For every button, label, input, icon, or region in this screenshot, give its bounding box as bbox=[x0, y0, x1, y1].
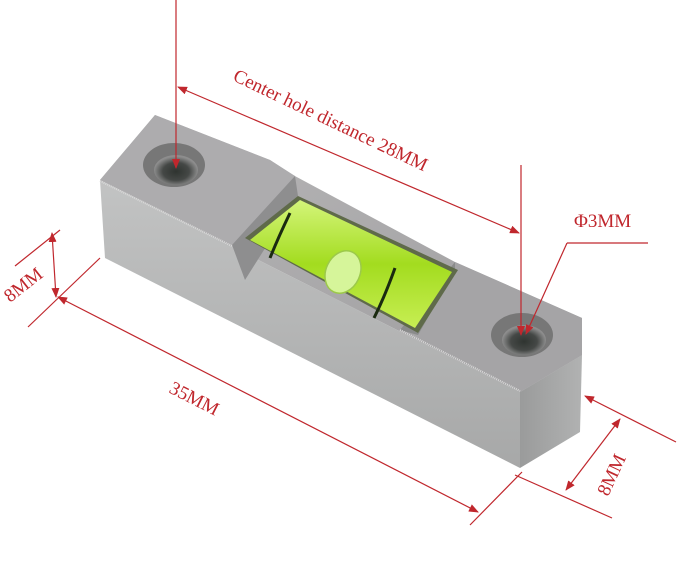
label-width-right: 8MM bbox=[593, 451, 630, 499]
mounting-hole-right bbox=[491, 313, 553, 357]
dimension-annotations bbox=[14, 0, 677, 526]
mounting-hole-left bbox=[143, 143, 205, 187]
label-length: 35MM bbox=[166, 378, 223, 421]
spirit-level-body bbox=[99, 115, 582, 468]
air-bubble bbox=[324, 250, 362, 294]
label-height-left: 8MM bbox=[0, 264, 47, 307]
label-hole-diameter: Φ3MM bbox=[574, 211, 631, 232]
